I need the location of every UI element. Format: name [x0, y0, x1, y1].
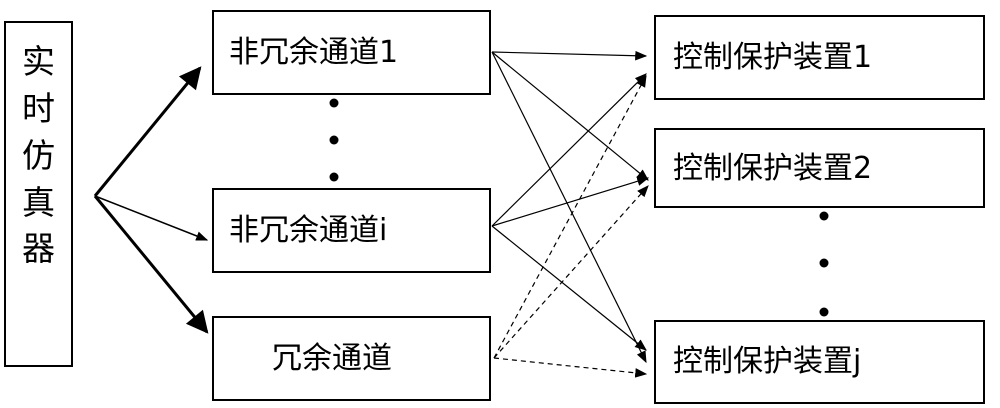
redundant-channel-label: 冗余通道 [272, 341, 392, 376]
simulator-label-char: 时 [22, 88, 55, 128]
dashed-arrow-redundant-to-device-2 [493, 185, 649, 359]
protection-device-j-label: 控制保护装置j [673, 344, 862, 379]
redundant-channel-box: 冗余通道 [212, 316, 491, 401]
protection-device-j-box: 控制保护装置j [654, 320, 985, 404]
arrow-simulator-to-channel-i [94, 195, 209, 241]
simulator-label-char: 器 [22, 229, 55, 269]
arrow-channel-1-to-device-1 [491, 50, 648, 61]
non-redundant-channel-i-label: 非冗余通道i [229, 213, 388, 248]
non-redundant-channel-i-box: 非冗余通道i [212, 188, 491, 273]
devices-ellipsis-dots [819, 211, 829, 317]
protection-device-2-box: 控制保护装置2 [654, 128, 985, 208]
dashed-arrow-redundant-to-device-j [493, 357, 648, 378]
protection-device-1-box: 控制保护装置1 [654, 15, 985, 100]
channels-ellipsis-dots [329, 98, 339, 182]
protection-device-1-label: 控制保护装置1 [673, 40, 873, 75]
arrow-simulator-to-channel-1 [93, 66, 202, 197]
arrow-channel-i-to-device-2 [491, 176, 650, 227]
simulator-label-char: 仿 [22, 135, 55, 175]
simulator-label-char: 真 [22, 182, 55, 222]
arrow-channel-i-to-device-1 [491, 73, 647, 227]
non-redundant-channel-1-label: 非冗余通道1 [229, 35, 399, 70]
simulator-box: 实 时 仿 真 器 [4, 21, 73, 367]
simulator-label-char: 实 [22, 42, 55, 81]
non-redundant-channel-1-box: 非冗余通道1 [212, 10, 491, 95]
arrow-channel-i-to-device-j [491, 225, 647, 351]
arrow-simulator-to-redundant-channel [93, 195, 209, 334]
arrow-channel-1-to-device-j [491, 51, 647, 364]
protection-device-2-label: 控制保护装置2 [673, 151, 873, 186]
simulator-label: 实 时 仿 真 器 [6, 39, 71, 273]
arrow-channel-1-to-device-2 [491, 51, 649, 181]
